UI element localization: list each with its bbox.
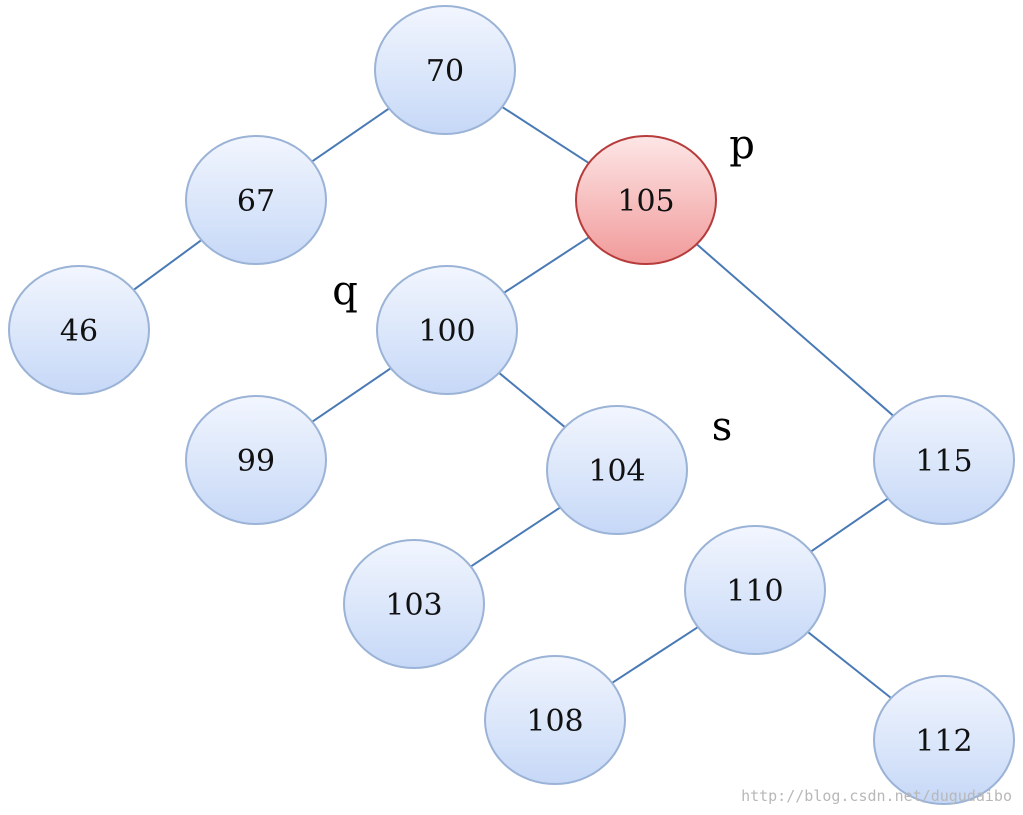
node-circle xyxy=(873,675,1015,805)
tree-node-115: 115 xyxy=(873,395,1015,525)
edge-105-100 xyxy=(503,236,590,294)
tree-node-70: 70 xyxy=(374,5,516,135)
node-label: 67 xyxy=(237,184,275,219)
node-circle xyxy=(8,265,150,395)
tree-node-46: 46 xyxy=(8,265,150,395)
node-circle xyxy=(185,135,327,265)
node-circle xyxy=(684,525,826,655)
edge-100-104 xyxy=(498,372,566,428)
node-label: 105 xyxy=(617,184,674,219)
node-label: 115 xyxy=(915,444,972,479)
highlighted-node-circle xyxy=(575,135,717,265)
node-label: 46 xyxy=(60,314,98,349)
tree-node-99: 99 xyxy=(185,395,327,525)
tree-node-104: 104 xyxy=(546,405,688,535)
edge-67-46 xyxy=(132,239,203,291)
node-label: 99 xyxy=(237,444,275,479)
tree-edges xyxy=(132,106,895,699)
node-label: 70 xyxy=(426,54,464,89)
edge-115-110 xyxy=(810,497,889,553)
edge-100-99 xyxy=(311,367,392,423)
node-label: 104 xyxy=(588,454,645,489)
node-circle xyxy=(185,395,327,525)
edge-105-115 xyxy=(695,243,895,417)
node-circle xyxy=(343,539,485,669)
node-label: 108 xyxy=(526,704,583,739)
node-circle xyxy=(546,405,688,535)
tree-node-110: 110 xyxy=(684,525,826,655)
node-label: 112 xyxy=(915,724,972,759)
tree-node-67: 67 xyxy=(185,135,327,265)
tree-node-100: 100 xyxy=(376,265,518,395)
edge-110-112 xyxy=(807,631,892,699)
edge-110-108 xyxy=(611,626,699,684)
tree-node-112: 112 xyxy=(873,675,1015,805)
pointer-label-s: s xyxy=(712,404,733,450)
node-circle xyxy=(374,5,516,135)
node-circle xyxy=(376,265,518,395)
tree-nodes: 70 67 46 105 100 99 104 103 115 110 108 112 xyxy=(8,5,1015,805)
node-circle xyxy=(873,395,1015,525)
node-label: 110 xyxy=(726,574,783,609)
node-label: 103 xyxy=(385,588,442,623)
edge-70-67 xyxy=(311,107,390,163)
node-circle xyxy=(484,655,626,785)
tree-node-108: 108 xyxy=(484,655,626,785)
pointer-label-q: q xyxy=(332,268,358,314)
edge-70-105 xyxy=(501,106,590,164)
pointer-label-p: p xyxy=(729,122,755,168)
node-label: 100 xyxy=(418,314,475,349)
tree-node-105: 105 xyxy=(575,135,717,265)
watermark-text: http://blog.csdn.net/dugudaibo xyxy=(741,787,1012,805)
tree-node-103: 103 xyxy=(343,539,485,669)
edge-104-103 xyxy=(470,506,561,568)
